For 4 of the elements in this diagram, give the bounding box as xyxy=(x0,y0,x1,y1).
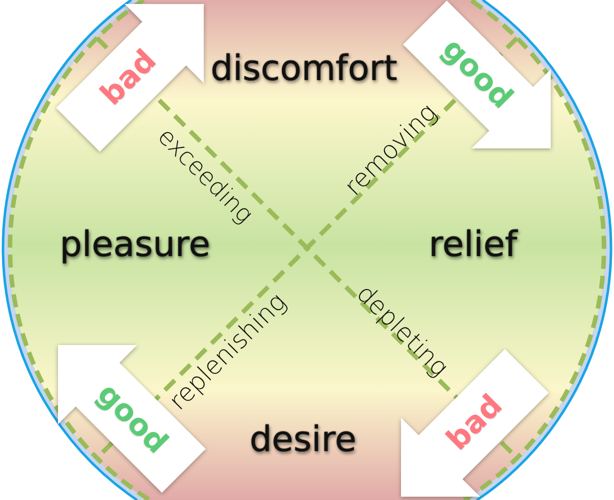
state-label: relief xyxy=(428,224,518,266)
state-label: discomfort xyxy=(210,48,398,90)
state-label: pleasure xyxy=(60,224,210,266)
state-label: desire xyxy=(250,419,356,461)
